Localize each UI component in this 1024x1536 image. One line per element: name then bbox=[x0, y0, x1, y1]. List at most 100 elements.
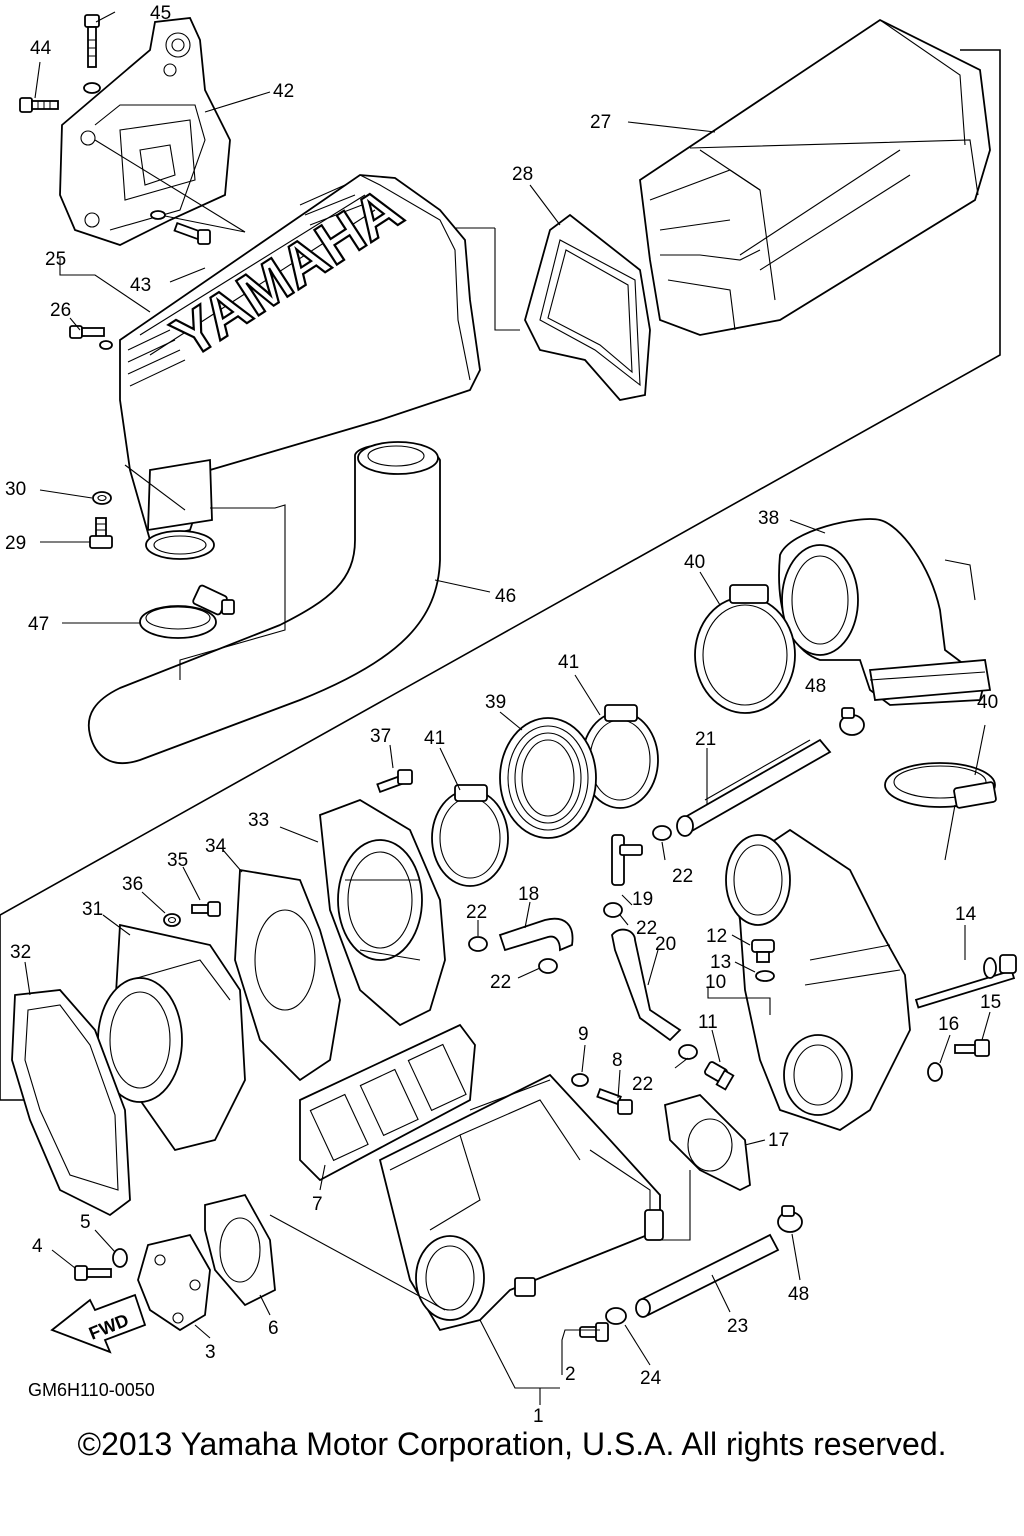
callout-10: 10 bbox=[705, 972, 726, 993]
callout-18: 18 bbox=[518, 884, 539, 905]
callout-1: 1 bbox=[533, 1406, 544, 1427]
washer-5-icon bbox=[112, 1248, 128, 1268]
copyright-notice: ©2013 Yamaha Motor Corporation, U.S.A. A… bbox=[77, 1426, 947, 1462]
pipe-21 bbox=[676, 738, 832, 837]
callout-4: 4 bbox=[32, 1236, 43, 1257]
callout-16: 16 bbox=[938, 1014, 959, 1035]
callout-46: 46 bbox=[495, 586, 516, 607]
callout-28: 28 bbox=[512, 164, 533, 185]
exhaust-hose-46 bbox=[87, 441, 441, 765]
callout-6: 6 bbox=[268, 1318, 279, 1339]
fitting-2-icon bbox=[579, 1322, 609, 1342]
gasket-28 bbox=[524, 213, 651, 401]
callout-45: 45 bbox=[150, 3, 171, 24]
callout-40-a: 40 bbox=[684, 552, 705, 573]
hose-23 bbox=[635, 1233, 780, 1318]
housing-plate-33 bbox=[319, 799, 446, 1027]
callout-15: 15 bbox=[980, 992, 1001, 1013]
hose-18 bbox=[498, 917, 574, 952]
callout-8: 8 bbox=[612, 1050, 623, 1071]
callout-5: 5 bbox=[80, 1212, 91, 1233]
callout-labels: 1 2 3 4 5 6 7 8 9 10 11 12 13 14 15 16 1… bbox=[5, 3, 1001, 1427]
washer-16-icon bbox=[927, 1062, 943, 1082]
clip-48-upper-icon bbox=[839, 707, 865, 736]
hose-20 bbox=[611, 928, 682, 1042]
callout-38: 38 bbox=[758, 508, 779, 529]
callout-12: 12 bbox=[706, 926, 727, 947]
callout-14: 14 bbox=[955, 904, 977, 925]
bolt-35-icon bbox=[191, 901, 221, 917]
callout-22-a: 22 bbox=[672, 866, 693, 887]
bolt-43-icon bbox=[150, 210, 211, 245]
gasket-7 bbox=[299, 1023, 476, 1182]
plug-12-icon bbox=[751, 939, 775, 963]
callout-34: 34 bbox=[205, 836, 227, 857]
drawing-code: GM6H110-0050 bbox=[28, 1380, 155, 1400]
silencer-27 bbox=[639, 18, 991, 336]
clip-22-icon bbox=[468, 825, 698, 1325]
callout-20: 20 bbox=[655, 934, 676, 955]
callout-36: 36 bbox=[122, 874, 143, 895]
callout-22-b: 22 bbox=[636, 918, 657, 939]
callout-42: 42 bbox=[273, 81, 294, 102]
gasket-34 bbox=[234, 868, 341, 1082]
callout-25: 25 bbox=[45, 249, 66, 270]
callout-31: 31 bbox=[82, 899, 103, 920]
mount-bracket bbox=[59, 17, 246, 246]
callout-41-a: 41 bbox=[558, 652, 579, 673]
bolt-15-icon bbox=[954, 1039, 990, 1057]
bolt-29-icon bbox=[89, 517, 113, 549]
bolt-26-icon bbox=[69, 325, 113, 350]
callout-48-a: 48 bbox=[805, 676, 826, 697]
hose-clamp-40-upper bbox=[694, 584, 796, 714]
callout-17: 17 bbox=[768, 1130, 789, 1151]
callout-11: 11 bbox=[698, 1012, 718, 1033]
rubber-joint-39 bbox=[499, 717, 597, 839]
callout-22-c: 22 bbox=[466, 902, 487, 923]
bolt-44-icon bbox=[19, 97, 59, 113]
bolt-4-icon bbox=[74, 1265, 112, 1281]
gasket-6 bbox=[204, 1193, 276, 1307]
callout-32: 32 bbox=[10, 942, 31, 963]
fitting-11-icon bbox=[704, 1061, 735, 1091]
washer-13-icon bbox=[755, 970, 775, 982]
bolt-14-icon bbox=[914, 954, 1017, 1009]
callout-7: 7 bbox=[312, 1194, 323, 1215]
bolt-45-icon bbox=[83, 14, 101, 94]
callout-39: 39 bbox=[485, 692, 506, 713]
callout-44: 44 bbox=[30, 38, 52, 59]
callout-43: 43 bbox=[130, 275, 151, 296]
callout-41-b: 41 bbox=[424, 728, 445, 749]
callout-13: 13 bbox=[710, 952, 731, 973]
callout-33: 33 bbox=[248, 810, 269, 831]
gasket-32 bbox=[11, 989, 131, 1217]
callout-19: 19 bbox=[632, 889, 653, 910]
callout-30: 30 bbox=[5, 479, 26, 500]
washer-9-icon bbox=[571, 1073, 589, 1087]
bolt-8-icon bbox=[596, 1087, 633, 1115]
callout-26: 26 bbox=[50, 300, 71, 321]
callout-35: 35 bbox=[167, 850, 188, 871]
callout-2: 2 bbox=[565, 1364, 576, 1385]
cover-3 bbox=[137, 1233, 211, 1332]
forward-arrow-icon: FWD bbox=[50, 1293, 147, 1354]
hose-clamp-41-left bbox=[431, 784, 509, 887]
exhaust-housing-10 bbox=[725, 828, 911, 1131]
callout-3: 3 bbox=[205, 1342, 216, 1363]
callout-27: 27 bbox=[590, 112, 611, 133]
callout-37: 37 bbox=[370, 726, 391, 747]
hose-clamp-40-lower bbox=[884, 762, 997, 809]
callout-22-e: 22 bbox=[632, 1074, 653, 1095]
callout-29: 29 bbox=[5, 533, 26, 554]
gasket-17 bbox=[663, 1093, 751, 1192]
exhaust-manifold-1 bbox=[269, 1073, 691, 1332]
bolt-37-icon bbox=[376, 769, 413, 794]
clip-48-lower-icon bbox=[777, 1205, 803, 1233]
callout-9: 9 bbox=[578, 1024, 589, 1045]
callout-47: 47 bbox=[28, 614, 49, 635]
callout-22-d: 22 bbox=[490, 972, 511, 993]
cover-31 bbox=[97, 923, 246, 1152]
callout-40-b: 40 bbox=[977, 692, 998, 713]
leader-lines bbox=[24, 11, 991, 1405]
